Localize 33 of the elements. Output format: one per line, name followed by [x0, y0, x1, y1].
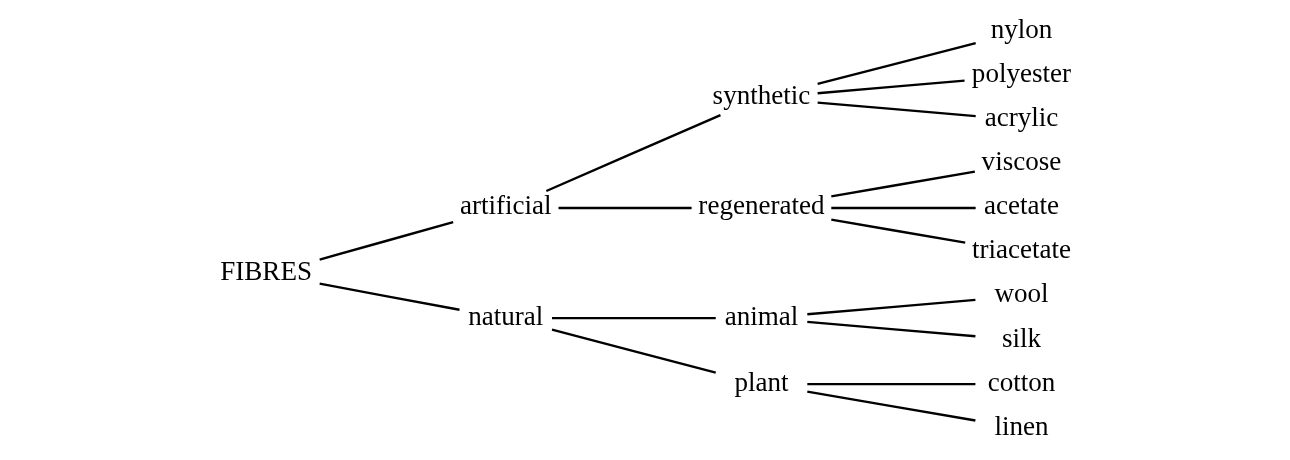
connector: [817, 79, 965, 95]
connector: [830, 206, 976, 210]
connector: [806, 382, 975, 386]
node-text: wool: [993, 278, 1049, 309]
connector: [830, 170, 975, 198]
node-text: regenerated: [697, 190, 825, 221]
node-text: FIBRES: [219, 256, 312, 287]
node-text: plant: [733, 366, 789, 397]
node-text: nylon: [990, 14, 1052, 45]
node-text: triacetate: [971, 234, 1071, 265]
node-text: natural: [467, 300, 543, 331]
node-text: viscose: [981, 146, 1061, 177]
connector: [558, 206, 692, 210]
connector: [817, 101, 976, 118]
connector: [551, 328, 716, 374]
connector: [318, 221, 453, 261]
node-text: acrylic: [984, 102, 1058, 133]
connector: [830, 218, 965, 244]
connector: [806, 390, 976, 422]
node-text: cotton: [987, 366, 1055, 397]
connector: [545, 113, 721, 193]
node-text: artificial: [459, 190, 552, 221]
connector: [551, 316, 716, 320]
connector: [318, 282, 460, 311]
connector: [816, 42, 976, 86]
node-text: silk: [1001, 322, 1041, 353]
node-text: acetate: [983, 190, 1059, 221]
node-text: linen: [993, 410, 1049, 441]
node-text: animal: [724, 300, 798, 331]
connector: [806, 320, 975, 338]
node-text: polyester: [971, 58, 1071, 89]
node-text: synthetic: [712, 80, 810, 111]
connector: [806, 298, 975, 316]
